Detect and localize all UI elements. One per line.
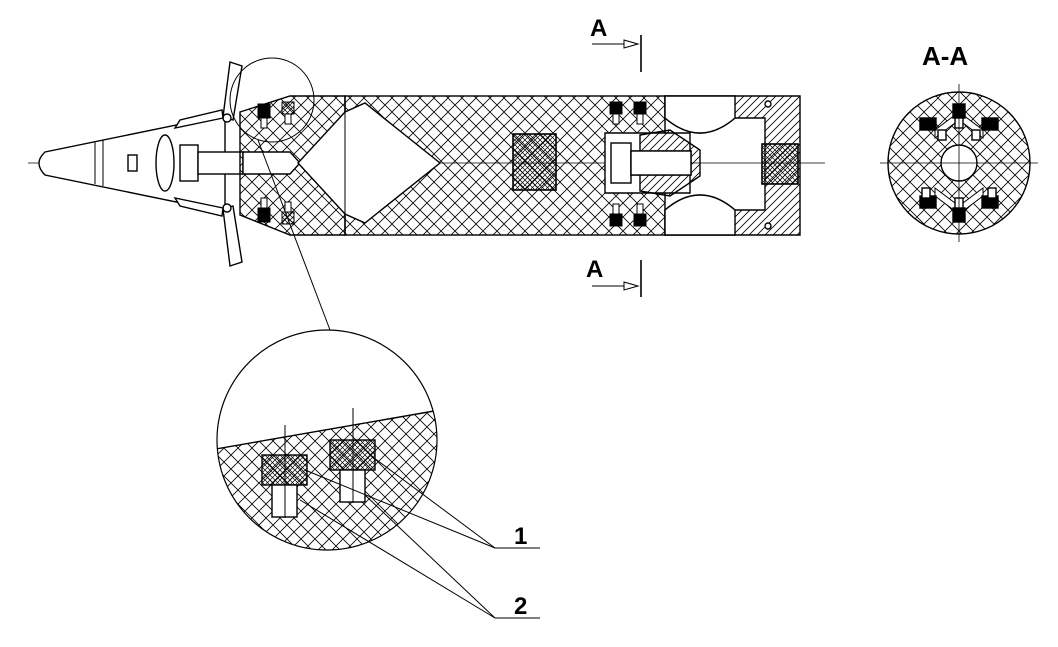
section-mark-bottom: A (586, 256, 603, 283)
detail-view (216, 329, 540, 619)
callout-2: 2 (514, 593, 527, 620)
lens (155, 134, 175, 192)
rear-bolts-bottom (609, 203, 647, 227)
fin-top (222, 61, 243, 121)
rear-bolts-top (609, 101, 647, 125)
front-bolts-top (257, 101, 295, 129)
main-body (28, 35, 825, 331)
callout-1: 1 (514, 523, 527, 550)
inner-block (512, 133, 557, 191)
detail-marker (229, 57, 315, 143)
fin-bottom (222, 205, 243, 267)
front-bolts-bottom (257, 197, 295, 225)
section-mark-top: A (590, 15, 607, 42)
section-title: A-A (922, 41, 968, 71)
section-view (880, 84, 1038, 242)
